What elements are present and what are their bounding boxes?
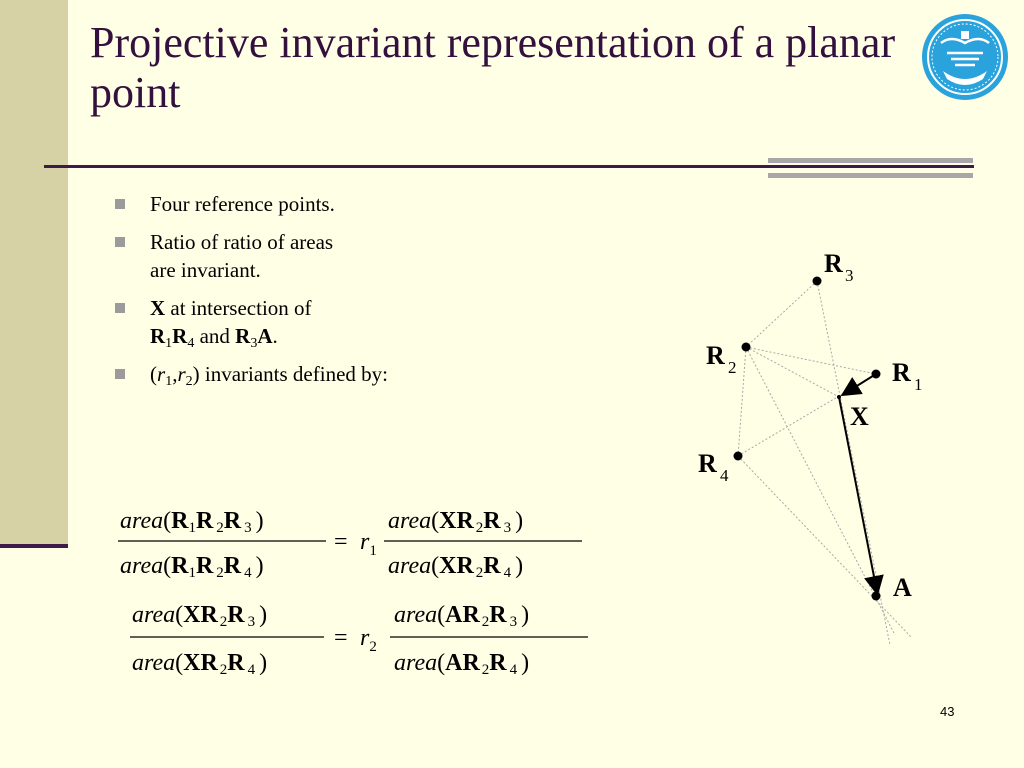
comma: , xyxy=(172,362,178,386)
label-r4-sub: 4 xyxy=(720,466,729,485)
bullet-item: X at intersection of R1R4 and R3A. xyxy=(112,294,388,351)
bullet-item: Ratio of ratio of areas are invariant. xyxy=(112,228,388,284)
label-r4: R xyxy=(698,449,717,478)
svg-text:=: = xyxy=(334,529,348,555)
label-r3-sub: 3 xyxy=(845,266,854,285)
bullet-text: . xyxy=(272,324,278,348)
eq2-coef: r2 xyxy=(360,625,377,655)
point-x-label: X xyxy=(150,296,166,320)
paren: ( xyxy=(150,362,157,386)
symbol-a: A xyxy=(257,324,273,348)
bullet-square-icon xyxy=(115,237,125,247)
bullet-text: and xyxy=(194,324,236,348)
construction-lines xyxy=(737,280,913,646)
point-a xyxy=(871,591,881,601)
label-a: A xyxy=(893,573,912,602)
page-number: 43 xyxy=(940,704,955,719)
symbol-r-italic: r xyxy=(157,362,166,386)
label-x: X xyxy=(850,402,869,431)
subscript: 4 xyxy=(187,336,195,351)
arrow-r1-to-x xyxy=(840,373,877,397)
arrow-x-to-a xyxy=(838,396,884,596)
bullet-text: ) invariants defined by: xyxy=(192,362,388,386)
bullet-text: are invariant. xyxy=(150,258,261,282)
left-sidebar-bar xyxy=(0,0,68,548)
sidebar-underline xyxy=(0,544,68,548)
symbol-r: R xyxy=(150,324,166,348)
symbol-r-italic: r xyxy=(177,362,186,386)
bullet-text: Ratio of ratio of areas xyxy=(150,230,334,254)
bullet-square-icon xyxy=(115,303,125,313)
label-r2-sub: 2 xyxy=(728,358,737,377)
bullet-text: at intersection of xyxy=(165,296,312,320)
university-logo-icon xyxy=(922,14,1008,100)
symbol-r: R xyxy=(235,324,251,348)
point-x xyxy=(837,395,841,399)
bullet-list: Four reference points. Ratio of ratio of… xyxy=(112,190,388,398)
subscript: 1 xyxy=(165,336,173,351)
points-diagram: R 3 R 2 R 1 X R 4 A xyxy=(698,249,923,646)
point-r3 xyxy=(812,276,822,286)
symbol-r: R xyxy=(172,324,188,348)
svg-text:=: = xyxy=(334,625,348,651)
bullet-square-icon xyxy=(115,199,125,209)
label-r2: R xyxy=(706,341,725,370)
bullet-item: Four reference points. xyxy=(112,190,388,218)
label-r3: R xyxy=(824,249,843,278)
title-divider xyxy=(44,165,974,168)
point-r1 xyxy=(871,369,881,379)
eq1-coef: r1 xyxy=(360,529,377,559)
subscript: 3 xyxy=(250,336,258,351)
bullet-square-icon xyxy=(115,369,125,379)
point-r4 xyxy=(733,451,743,461)
point-r2 xyxy=(741,342,751,352)
subscript: 2 xyxy=(185,374,193,389)
subscript: 1 xyxy=(165,374,173,389)
label-r1-sub: 1 xyxy=(914,375,923,394)
label-r1: R xyxy=(892,358,911,387)
slide-title: Projective invariant representation of a… xyxy=(90,18,896,117)
bullet-item: (r1,r2) invariants defined by: xyxy=(112,360,388,389)
accent-bars xyxy=(768,158,973,178)
bullet-text: Four reference points. xyxy=(150,192,335,216)
